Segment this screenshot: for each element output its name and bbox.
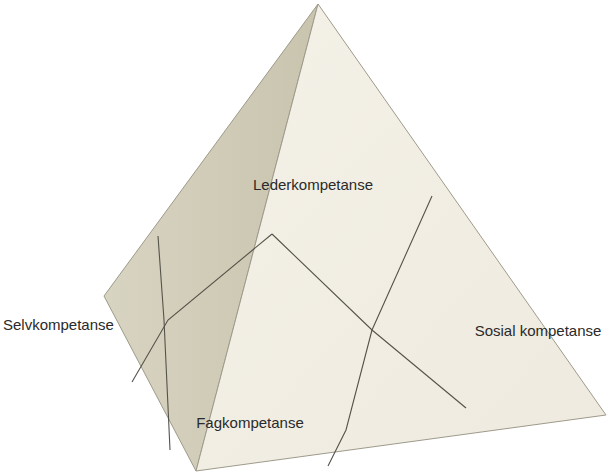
face-label: Selvkompetanse bbox=[3, 316, 114, 334]
face-label: Sosial kompetanse bbox=[475, 322, 602, 340]
face-divisions bbox=[132, 196, 466, 466]
face-label: Lederkompetanse bbox=[253, 176, 373, 194]
front-face bbox=[196, 4, 606, 471]
face-label: Fagkompetanse bbox=[196, 414, 304, 432]
